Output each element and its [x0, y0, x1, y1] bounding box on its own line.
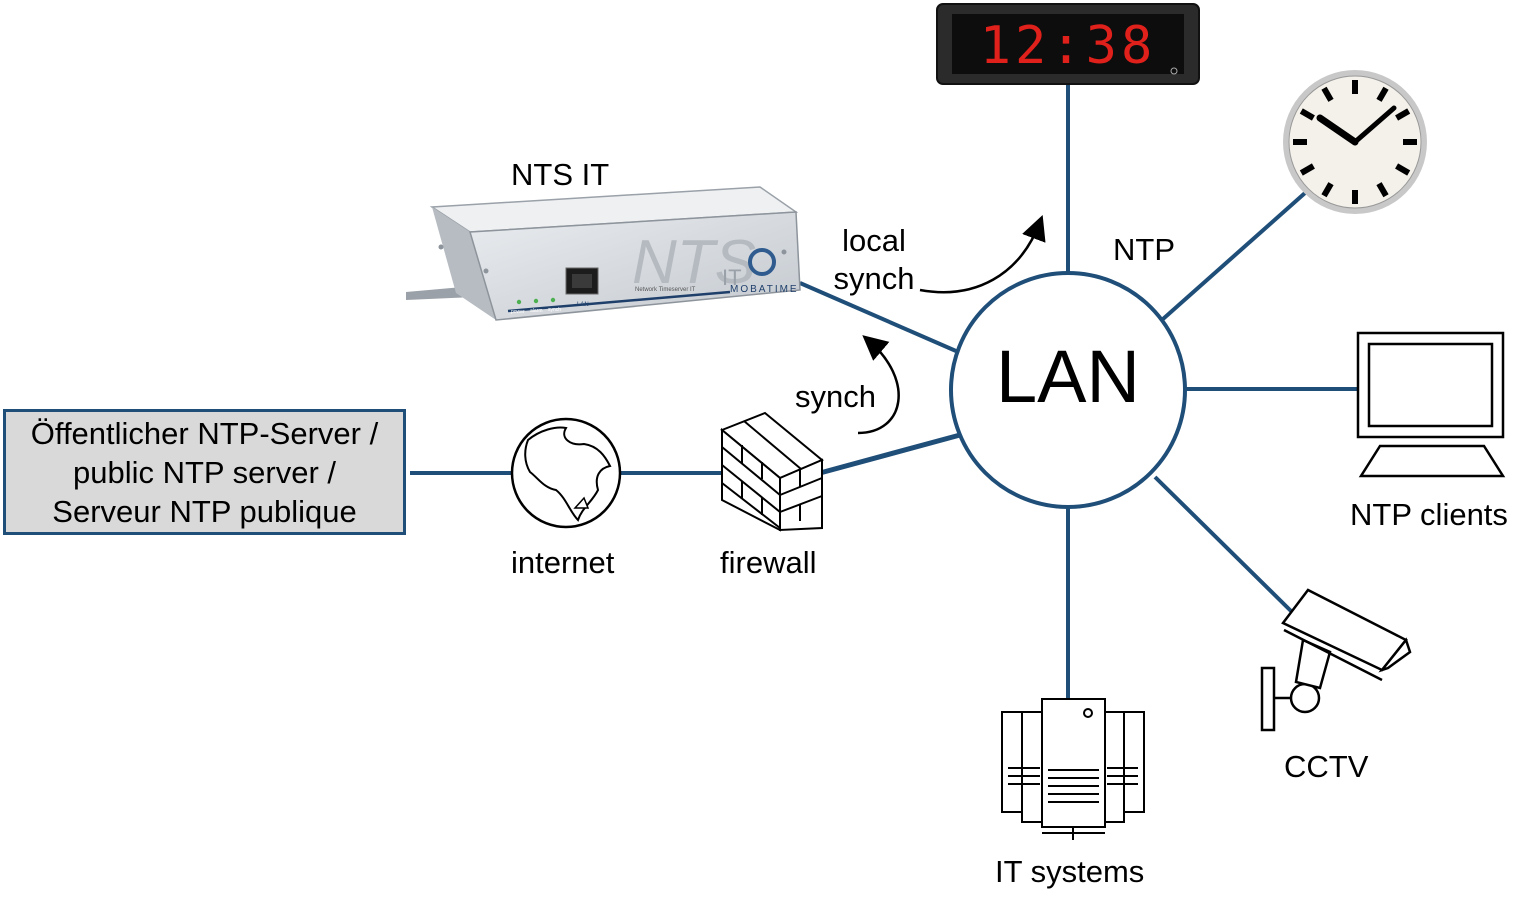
led-label-power: power: [511, 309, 525, 315]
clock-tick: [1321, 182, 1334, 198]
nts-brand-text: NTS: [632, 228, 756, 297]
nts-caption-text: Network Timeserver IT: [635, 287, 696, 293]
link-nts-lan: [799, 281, 957, 353]
local-synch-label-line-2: synch: [833, 261, 915, 296]
globe-icon: [510, 417, 622, 529]
clock-tick: [1376, 182, 1389, 198]
public-server-line-2: public NTP server /: [72, 454, 336, 490]
local-synch-arrow: [919, 214, 1046, 294]
clock-tick: [1321, 86, 1334, 102]
led-label-synch: synch: [548, 307, 561, 313]
led-alarm-icon: [533, 298, 539, 304]
led-power-icon: [516, 299, 522, 305]
lan-hub: [949, 271, 1187, 509]
link-firewall-lan: [819, 432, 961, 476]
nts-it-device: NTS IT MOBATIME Network Timeserver IT LA…: [406, 186, 801, 321]
mobatime-logo-icon: [748, 248, 776, 276]
cctv-camera-icon: [1260, 588, 1412, 732]
local-synch-label-line-1: local: [842, 223, 906, 258]
lan-label: LAN: [996, 335, 1140, 418]
server-rack-icon: [1001, 698, 1145, 840]
nts-sub-text: IT: [722, 265, 742, 290]
public-server-line-1: Öffentlicher NTP-Server /: [30, 415, 379, 451]
link-lan-wall-clock: [1161, 191, 1307, 321]
nts-maker-text: MOBATIME: [730, 284, 799, 295]
nts-it-label: NTS IT: [511, 157, 610, 192]
clock-tick: [1376, 86, 1389, 102]
synch-arrow: [857, 335, 900, 435]
synch-label: synch: [795, 379, 876, 414]
it-systems-label: IT systems: [995, 854, 1145, 889]
clock-tick: [1395, 163, 1411, 176]
firewall-icon: [720, 411, 824, 532]
public-server-line-3: Serveur NTP publique: [52, 493, 357, 529]
clock-tick: [1299, 163, 1315, 176]
digital-clock-icon: 12:38: [936, 3, 1200, 85]
led-synch-icon: [550, 297, 556, 303]
digital-clock-time: 12:38: [980, 16, 1157, 76]
ntp-clients-label: NTP clients: [1350, 497, 1508, 532]
clock-tick: [1395, 108, 1411, 121]
connection-lines: [410, 85, 1360, 700]
firewall-label: firewall: [720, 545, 817, 580]
internet-label: internet: [511, 545, 615, 580]
cctv-label: CCTV: [1284, 749, 1369, 784]
wall-clock-icon: [1283, 70, 1427, 214]
link-lan-cctv: [1153, 475, 1295, 615]
led-label-alarm: alarm: [530, 308, 543, 314]
ntp-label: NTP: [1113, 232, 1175, 267]
public-ntp-server-box: Öffentlicher NTP-Server / public NTP ser…: [3, 409, 406, 535]
monitor-icon: [1356, 331, 1506, 478]
clock-tick: [1299, 108, 1315, 121]
